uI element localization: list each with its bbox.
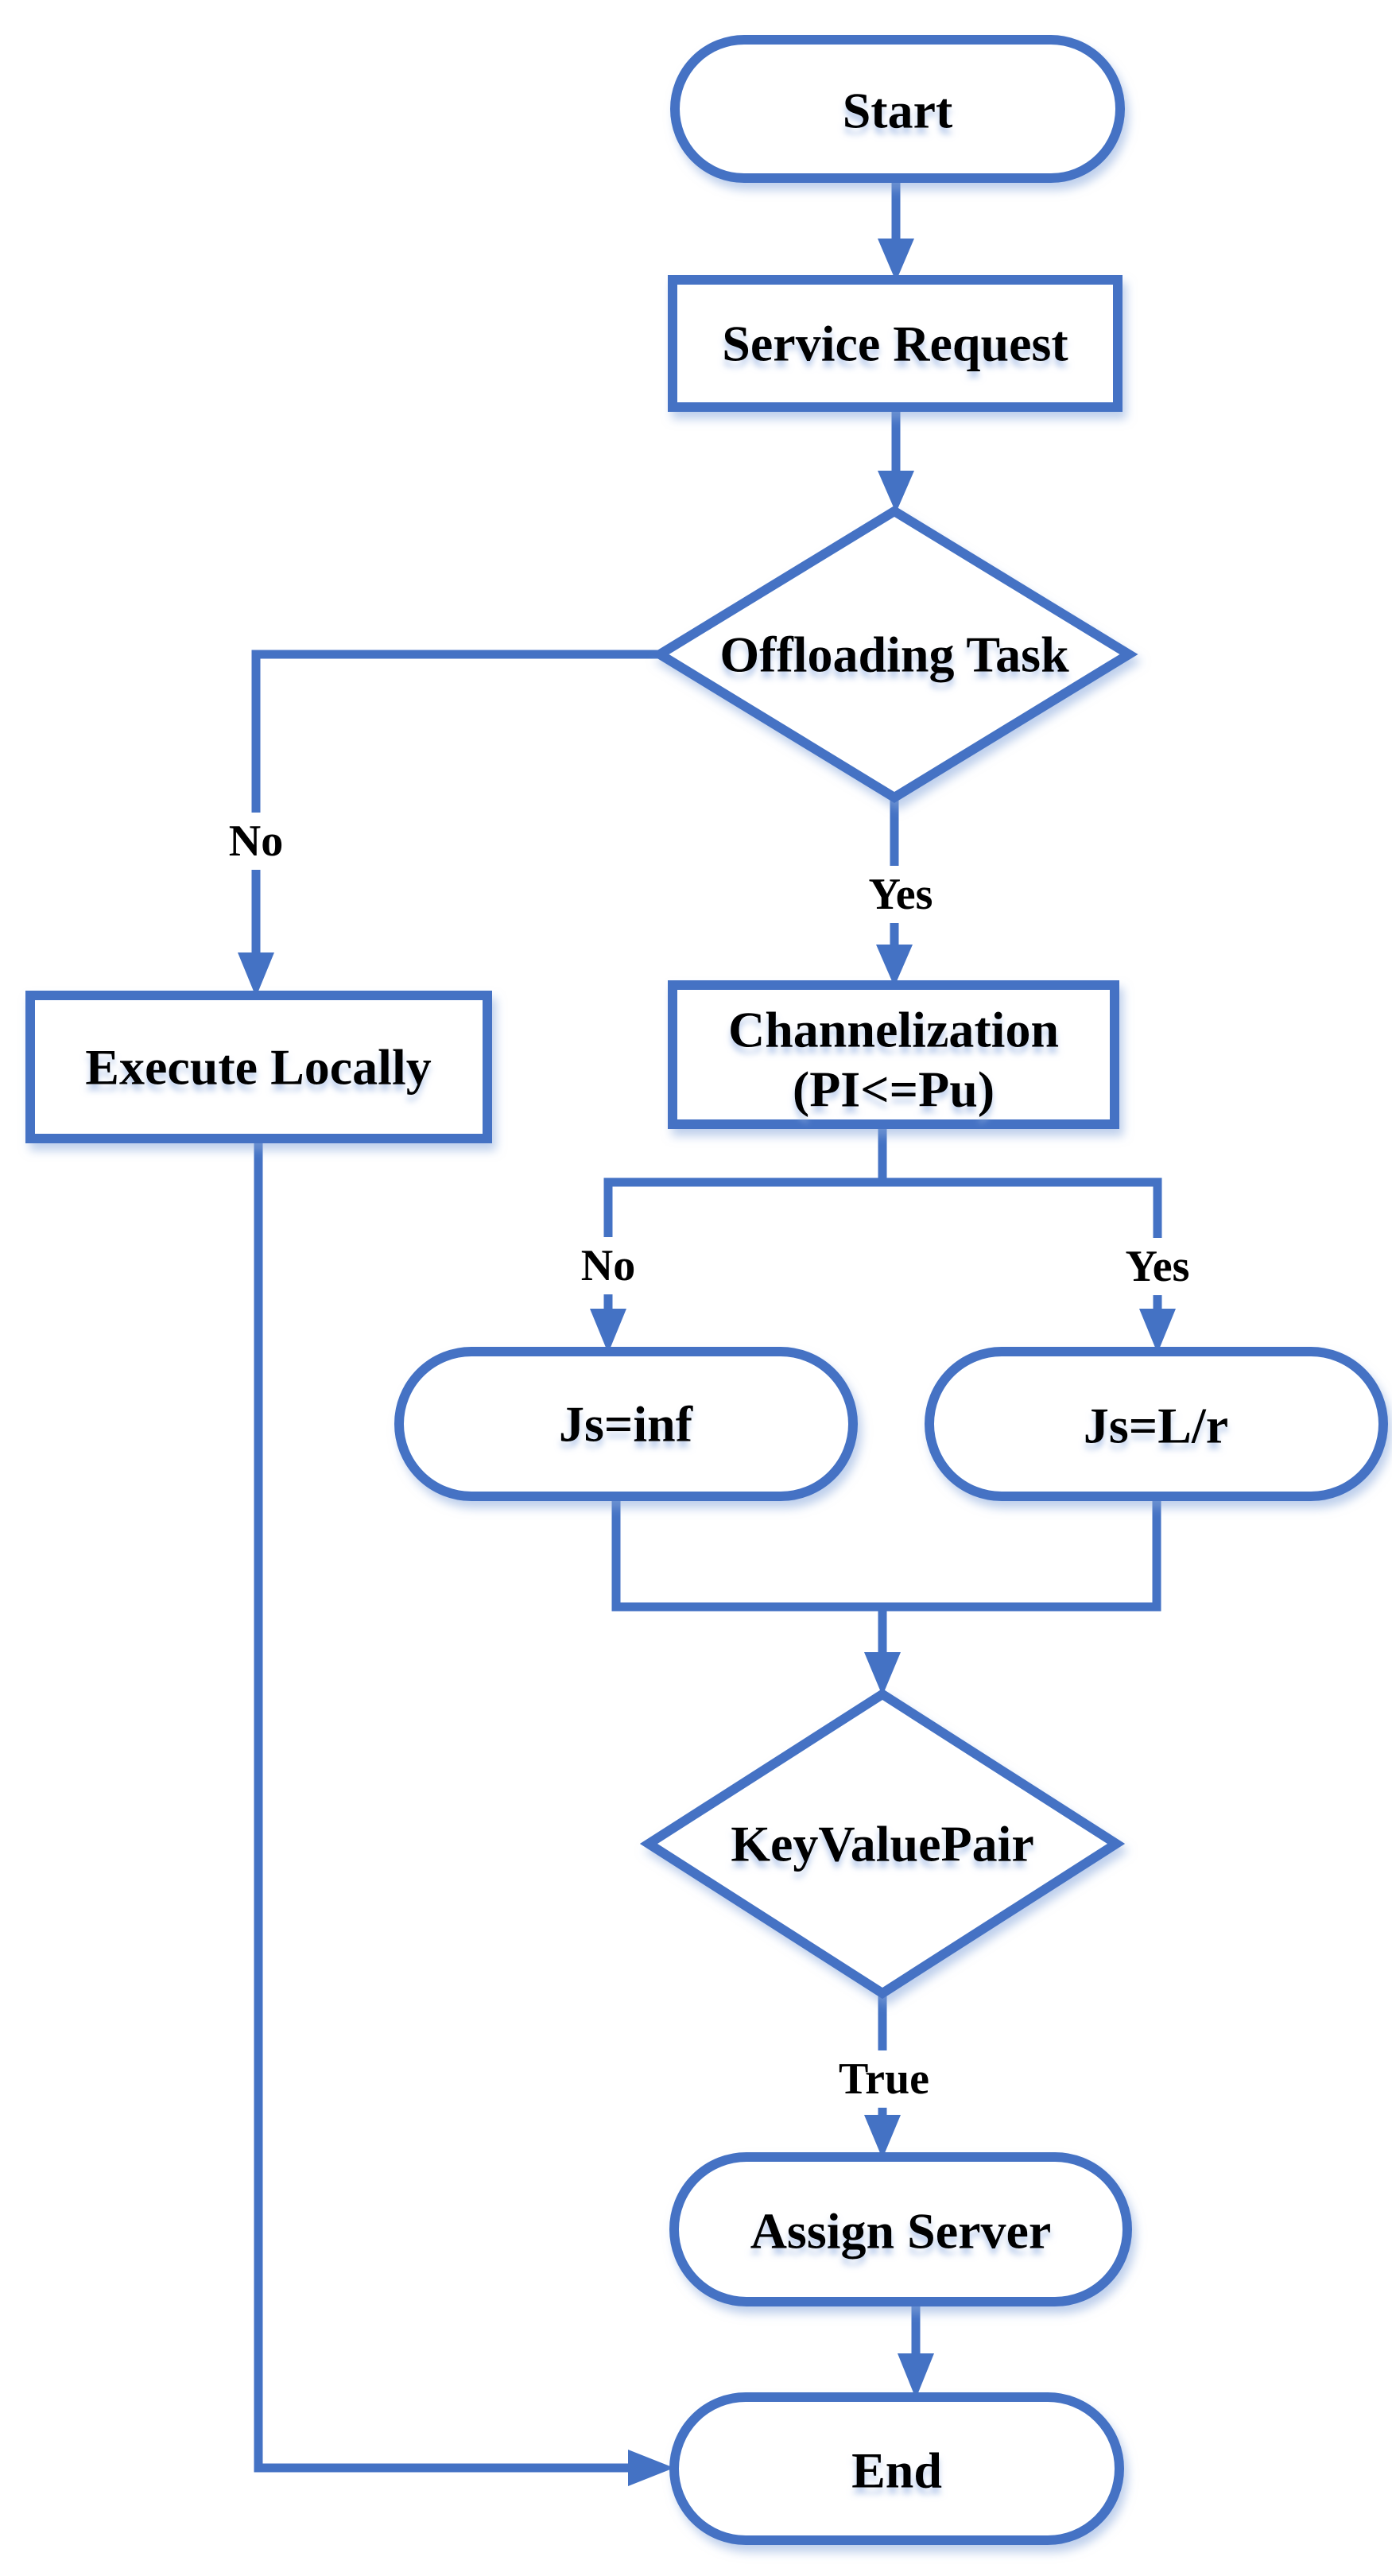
node-labels: Start Service Request Offloading Task Ex… [85,83,1228,2499]
arrowhead-into-end-left-icon [628,2450,674,2486]
arrowheads [238,239,1176,2486]
execute-locally-label: Execute Locally [85,1039,431,1096]
js-lr-node [925,1347,1388,1501]
arrowhead-into-execute-icon [238,952,274,997]
edge-label-bg [817,2050,951,2108]
offloading-yes-label: Yes [869,870,933,919]
edge-label-bg [560,1237,656,1294]
service-request-node [668,275,1123,412]
start-label: Start [843,83,953,139]
channelization-yes-label: Yes [1126,1242,1190,1291]
arrowhead-into-jsinf-icon [590,1309,626,1353]
assign-server-label: Assign Server [750,2203,1052,2260]
service-request-label: Service Request [722,316,1068,372]
arrowhead-into-channelization-icon [876,945,913,987]
channelization-label-line2: (PI<=Pu) [793,1061,995,1118]
end-label: End [851,2442,942,2499]
edge-channelization-split [603,1177,1162,1310]
edge-labels: No Yes No Yes True [208,813,1214,2108]
key-value-pair-decision-node [639,1688,1126,2000]
assign-server-node [669,2152,1132,2306]
offloading-no-label: No [229,817,283,866]
nodes [25,35,1388,2545]
offloading-task-decision-node [650,505,1138,804]
js-inf-node [394,1347,858,1501]
arrowhead-into-end-top-icon [898,2353,934,2399]
arrowhead-into-offloading-icon [878,471,914,513]
arrowhead-into-service-icon [878,239,914,281]
arrowhead-into-assign-icon [864,2115,901,2159]
execute-locally-node [25,991,492,1143]
end-node [669,2392,1124,2545]
channelization-no-label: No [581,1241,635,1290]
edges [251,175,1162,2473]
js-lr-label: Js=L/r [1084,1398,1228,1454]
arrowhead-into-jslr-icon [1139,1309,1176,1353]
edge-stadium-merge [611,1495,1161,1612]
edge-label-bg [1101,1238,1214,1295]
edge-label-bg [844,866,957,923]
edge-execute-to-end [254,1137,632,2473]
offloading-task-label: Offloading Task [719,627,1069,683]
edge-label-bg [208,813,304,870]
start-node [670,35,1125,183]
js-inf-label: Js=inf [559,1396,693,1453]
key-value-pair-true-label: True [839,2054,929,2104]
channelization-label-line1: Channelization [728,1002,1059,1058]
channelization-node [668,980,1119,1129]
arrowhead-into-keyvaluepair-icon [864,1652,901,1696]
key-value-pair-label: KeyValuePair [731,1816,1034,1872]
edge-offloading-no-to-execute [251,650,660,954]
